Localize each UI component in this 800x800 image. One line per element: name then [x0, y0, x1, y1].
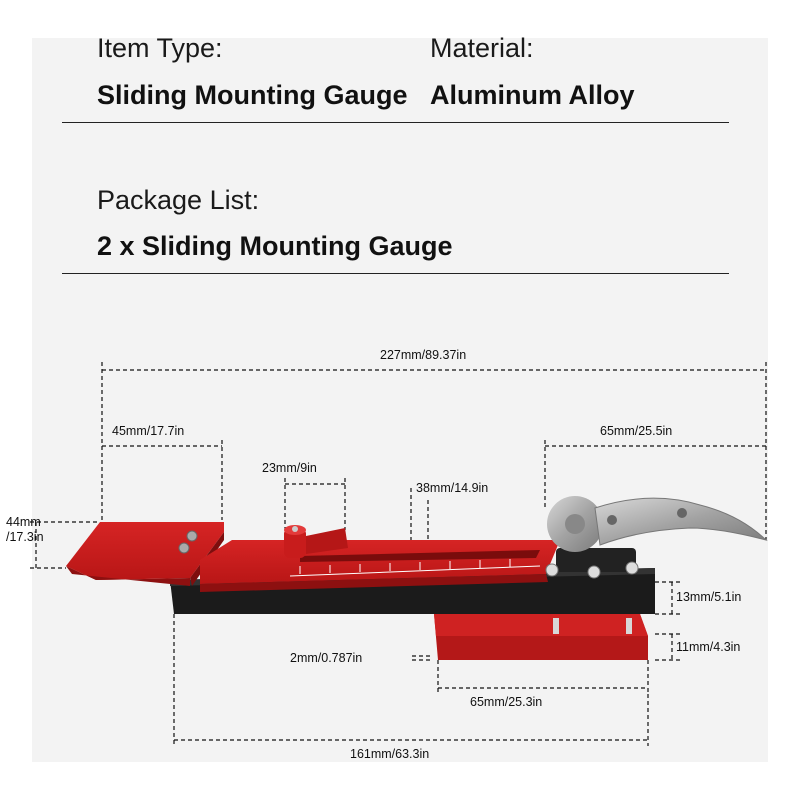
- dim-left-section: 45mm/17.7in: [112, 424, 185, 438]
- dim-bar-length: 161mm/63.3in: [350, 747, 430, 761]
- package-list-label: Package List:: [97, 185, 260, 215]
- divider-top: [62, 122, 729, 123]
- item-type-label: Item Type:: [97, 33, 223, 63]
- base-block: [434, 614, 648, 660]
- dim-base-length: 65mm/25.3in: [470, 695, 543, 709]
- dim-gap: 2mm/0.787in: [290, 651, 363, 665]
- item-type-value: Sliding Mounting Gauge: [97, 80, 408, 110]
- dim-base-height: 11mm/4.3in: [676, 640, 741, 654]
- package-list-value: 2 x Sliding Mounting Gauge: [97, 231, 453, 261]
- dim-left-height: 44mm /17.3in: [6, 515, 44, 544]
- material-label: Material:: [430, 33, 534, 63]
- dim-stop-block: 23mm/9in: [262, 461, 317, 475]
- clamp-lever: [545, 496, 768, 579]
- stop-block: [284, 525, 348, 558]
- divider-bottom: [62, 273, 729, 274]
- dim-overall-length: 227mm/89.37in: [380, 348, 467, 362]
- dim-right-section: 65mm/25.5in: [600, 424, 673, 438]
- dim-body-height: 13mm/5.1in: [676, 590, 742, 604]
- material-value: Aluminum Alloy: [430, 80, 635, 110]
- dimension-lines: [30, 362, 767, 746]
- dim-offset: 38mm/14.9in: [416, 481, 489, 495]
